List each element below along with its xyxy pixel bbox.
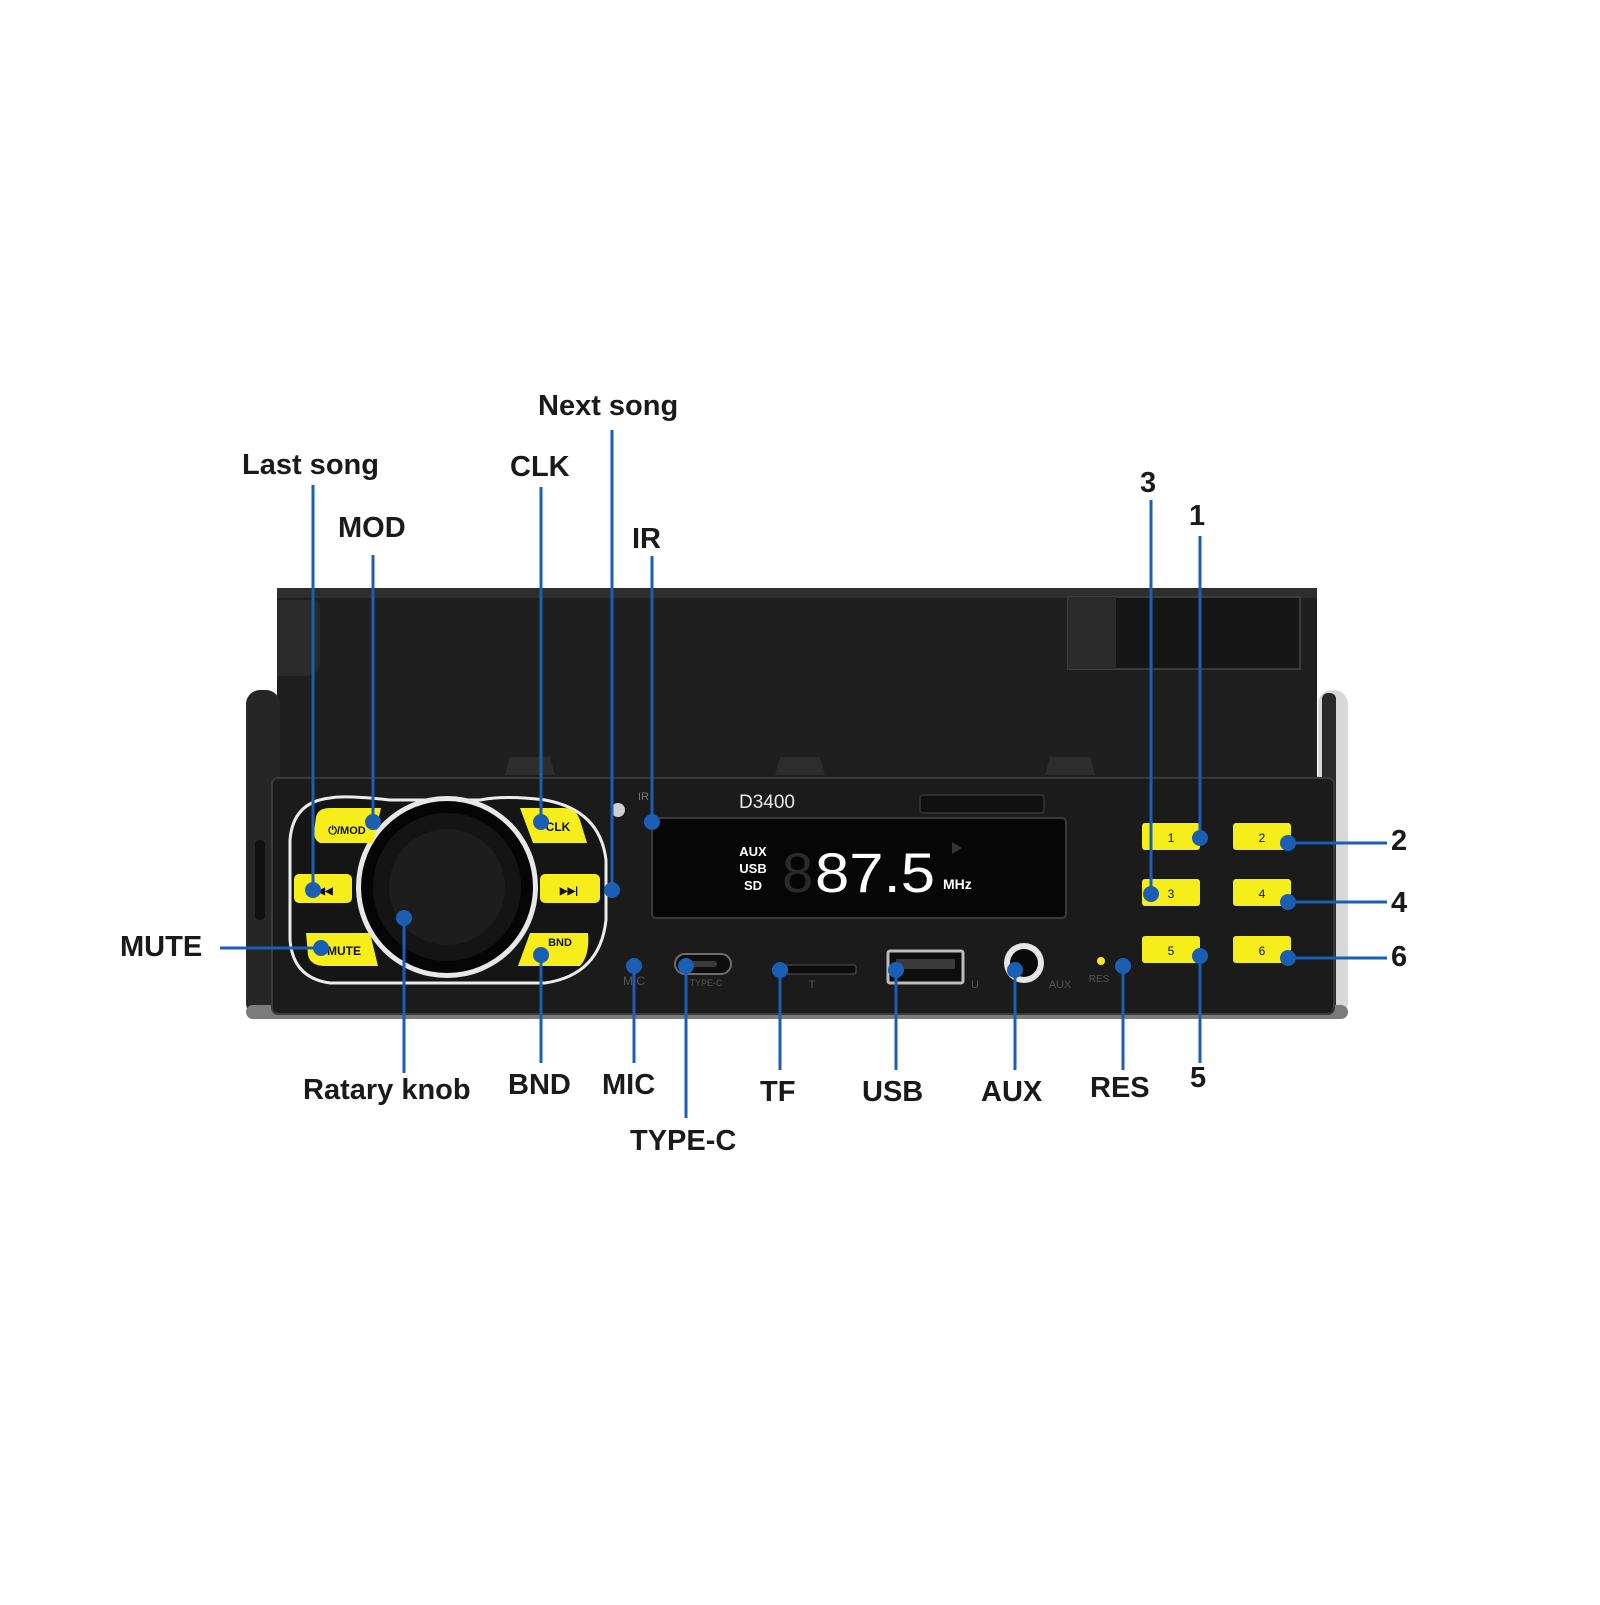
control-cluster: ⏻/MOD CLK ◀◀ ▶▶| MUTE BND	[288, 795, 608, 985]
dot-preset-1	[1192, 830, 1208, 846]
mod-button[interactable]	[314, 808, 381, 843]
preset-button-1[interactable]	[1142, 823, 1200, 850]
callout-ir: IR	[632, 523, 661, 555]
dot-last-song	[305, 882, 321, 898]
callout-preset-3: 3	[1140, 467, 1157, 499]
callout-mod: MOD	[338, 512, 406, 544]
preset-button-5[interactable]	[1142, 936, 1200, 963]
faceplate-slot	[919, 794, 1045, 814]
ir-sensor	[611, 803, 625, 817]
preset-button-6-label: 6	[1259, 944, 1266, 958]
dot-tf	[772, 962, 788, 978]
callout-last-song: Last song	[242, 449, 379, 481]
dot-mic	[626, 958, 642, 974]
display-source-aux: AUX	[739, 844, 767, 859]
callout-next-song: Next song	[538, 390, 679, 422]
prev-button-label: ◀◀	[316, 886, 333, 897]
preset-button-4[interactable]	[1233, 879, 1291, 906]
aux-mark: AUX	[1049, 979, 1072, 991]
typec-port-inner	[689, 961, 717, 967]
display-ghost-digit: 8	[782, 841, 813, 904]
callout-preset-5: 5	[1190, 1062, 1207, 1094]
typec-mark: TYPE-C	[689, 978, 723, 988]
next-button-label: ▶▶|	[559, 886, 578, 897]
callout-preset-4: 4	[1391, 887, 1408, 919]
model-label: D3400	[739, 792, 795, 813]
preset-button-1-label: 1	[1168, 831, 1175, 845]
display-unit: MHz	[943, 876, 972, 892]
mod-button-label: ⏻/MOD	[328, 824, 365, 837]
callout-clk: CLK	[510, 451, 570, 483]
dot-mute	[313, 940, 329, 956]
chassis-notch	[1045, 757, 1095, 775]
dot-mod	[365, 814, 381, 830]
preset-button-3-label: 3	[1168, 887, 1175, 901]
display-source-sd: SD	[744, 878, 762, 893]
dot-preset-4	[1280, 894, 1296, 910]
preset-button-2-label: 2	[1259, 831, 1266, 845]
chassis-notch	[775, 757, 825, 775]
tf-mark: T	[809, 979, 816, 991]
dot-type-c	[678, 958, 694, 974]
tf-slot	[775, 964, 857, 975]
usb-mark: U	[971, 979, 979, 991]
res-indicator	[1097, 957, 1105, 965]
clk-button-label: CLK	[546, 820, 571, 834]
dot-preset-5	[1192, 948, 1208, 964]
ir-mark: IR	[638, 791, 649, 803]
dot-rotary-knob	[396, 910, 412, 926]
display-source-usb: USB	[739, 861, 766, 876]
callout-preset-2: 2	[1391, 825, 1408, 857]
display-frequency: 87.5	[815, 841, 935, 904]
chassis-notch	[505, 757, 555, 775]
dot-preset-6	[1280, 950, 1296, 966]
callout-mic: MIC	[602, 1069, 656, 1101]
callout-res: RES	[1090, 1072, 1150, 1104]
display-play-icon	[952, 842, 962, 854]
preset-button-5-label: 5	[1168, 944, 1175, 958]
res-mark: RES	[1089, 974, 1110, 985]
callout-preset-6: 6	[1391, 941, 1408, 973]
callout-bnd: BND	[508, 1069, 571, 1101]
lcd-display: AUX USB SD 8 87.5 MHz	[651, 817, 1067, 919]
dot-res	[1115, 958, 1131, 974]
usb-port-inner	[896, 959, 955, 969]
chassis-right-tab-edge	[1068, 597, 1116, 669]
left-flange-slot	[255, 840, 265, 920]
dot-next-song	[604, 882, 620, 898]
callout-lines	[220, 430, 1387, 1118]
dot-preset-3	[1143, 886, 1159, 902]
preset-button-4-label: 4	[1259, 887, 1266, 901]
dot-aux	[1007, 962, 1023, 978]
callout-rotary-knob: Ratary knob	[303, 1074, 471, 1106]
dot-clk	[533, 814, 549, 830]
callout-preset-1: 1	[1189, 500, 1206, 532]
callout-mute: MUTE	[120, 931, 203, 963]
callout-tf: TF	[760, 1076, 796, 1108]
callout-usb: USB	[862, 1076, 924, 1108]
callout-aux: AUX	[981, 1076, 1043, 1108]
mute-button-label: MUTE	[327, 944, 361, 958]
callout-dots	[305, 814, 1296, 978]
preset-button-2[interactable]	[1233, 823, 1291, 850]
dot-bnd	[533, 947, 549, 963]
dot-preset-2	[1280, 835, 1296, 851]
chassis-top-edge	[277, 588, 1317, 598]
dot-usb	[888, 962, 904, 978]
dot-ir	[644, 814, 660, 830]
lcd-frame	[651, 817, 1067, 919]
chassis-left-clip	[277, 600, 320, 676]
preset-button-6[interactable]	[1233, 936, 1291, 963]
bnd-button-label: BND	[548, 937, 572, 949]
callout-type-c: TYPE-C	[630, 1125, 737, 1157]
next-button[interactable]	[540, 874, 600, 903]
knob-cap	[389, 829, 505, 945]
